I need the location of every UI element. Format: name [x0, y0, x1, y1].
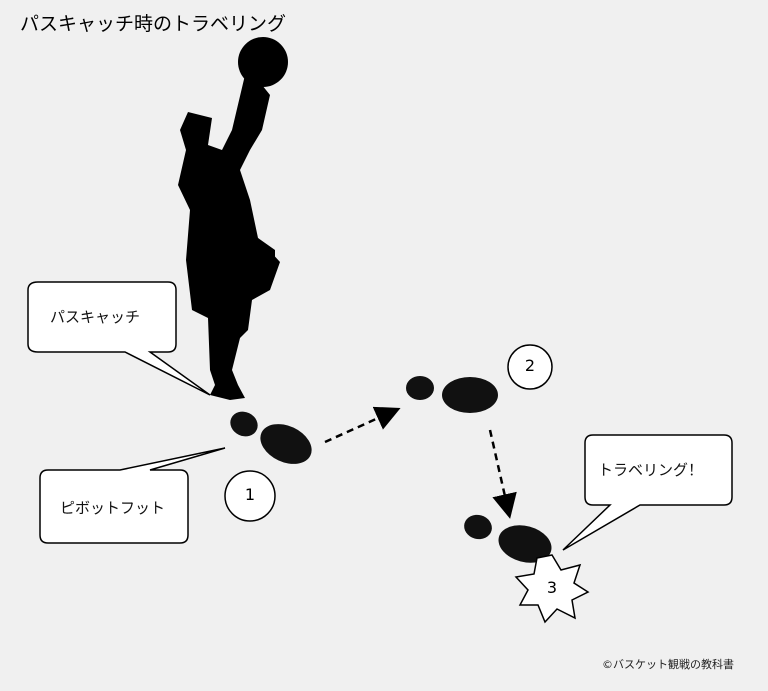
footprints [230, 376, 552, 563]
footprint-1-sole [260, 424, 312, 464]
callout-catch-label: パスキャッチ [50, 308, 141, 326]
copyright: ©バスケット観戦の教科書 [602, 658, 734, 671]
footprint-2-sole [442, 377, 498, 413]
footprint-2-heel [406, 376, 434, 400]
step-3-star [514, 554, 590, 624]
callout-pivot-label: ピボットフット [60, 499, 166, 517]
footprint-3-heel [464, 514, 492, 540]
footprint-3-sole [498, 525, 552, 563]
callout-travel-box [562, 434, 733, 551]
callout-travel-label: トラベリング！ [598, 461, 704, 479]
step-3-number: 3 [546, 578, 558, 597]
step-2-number: 2 [524, 356, 536, 375]
step-1-number: 1 [244, 485, 256, 504]
player-silhouette [178, 37, 288, 400]
arrow-2-to-3 [488, 429, 517, 519]
step-1-circle [224, 470, 276, 522]
step-2-circle [507, 344, 553, 390]
diagram-title: パスキャッチ時のトラベリング [20, 13, 287, 35]
callout-catch-box [27, 281, 211, 396]
callout-pivot-box [39, 447, 226, 544]
arrow-1-to-2 [324, 406, 401, 444]
footprint-1-heel [230, 411, 258, 437]
basketball [238, 37, 288, 87]
